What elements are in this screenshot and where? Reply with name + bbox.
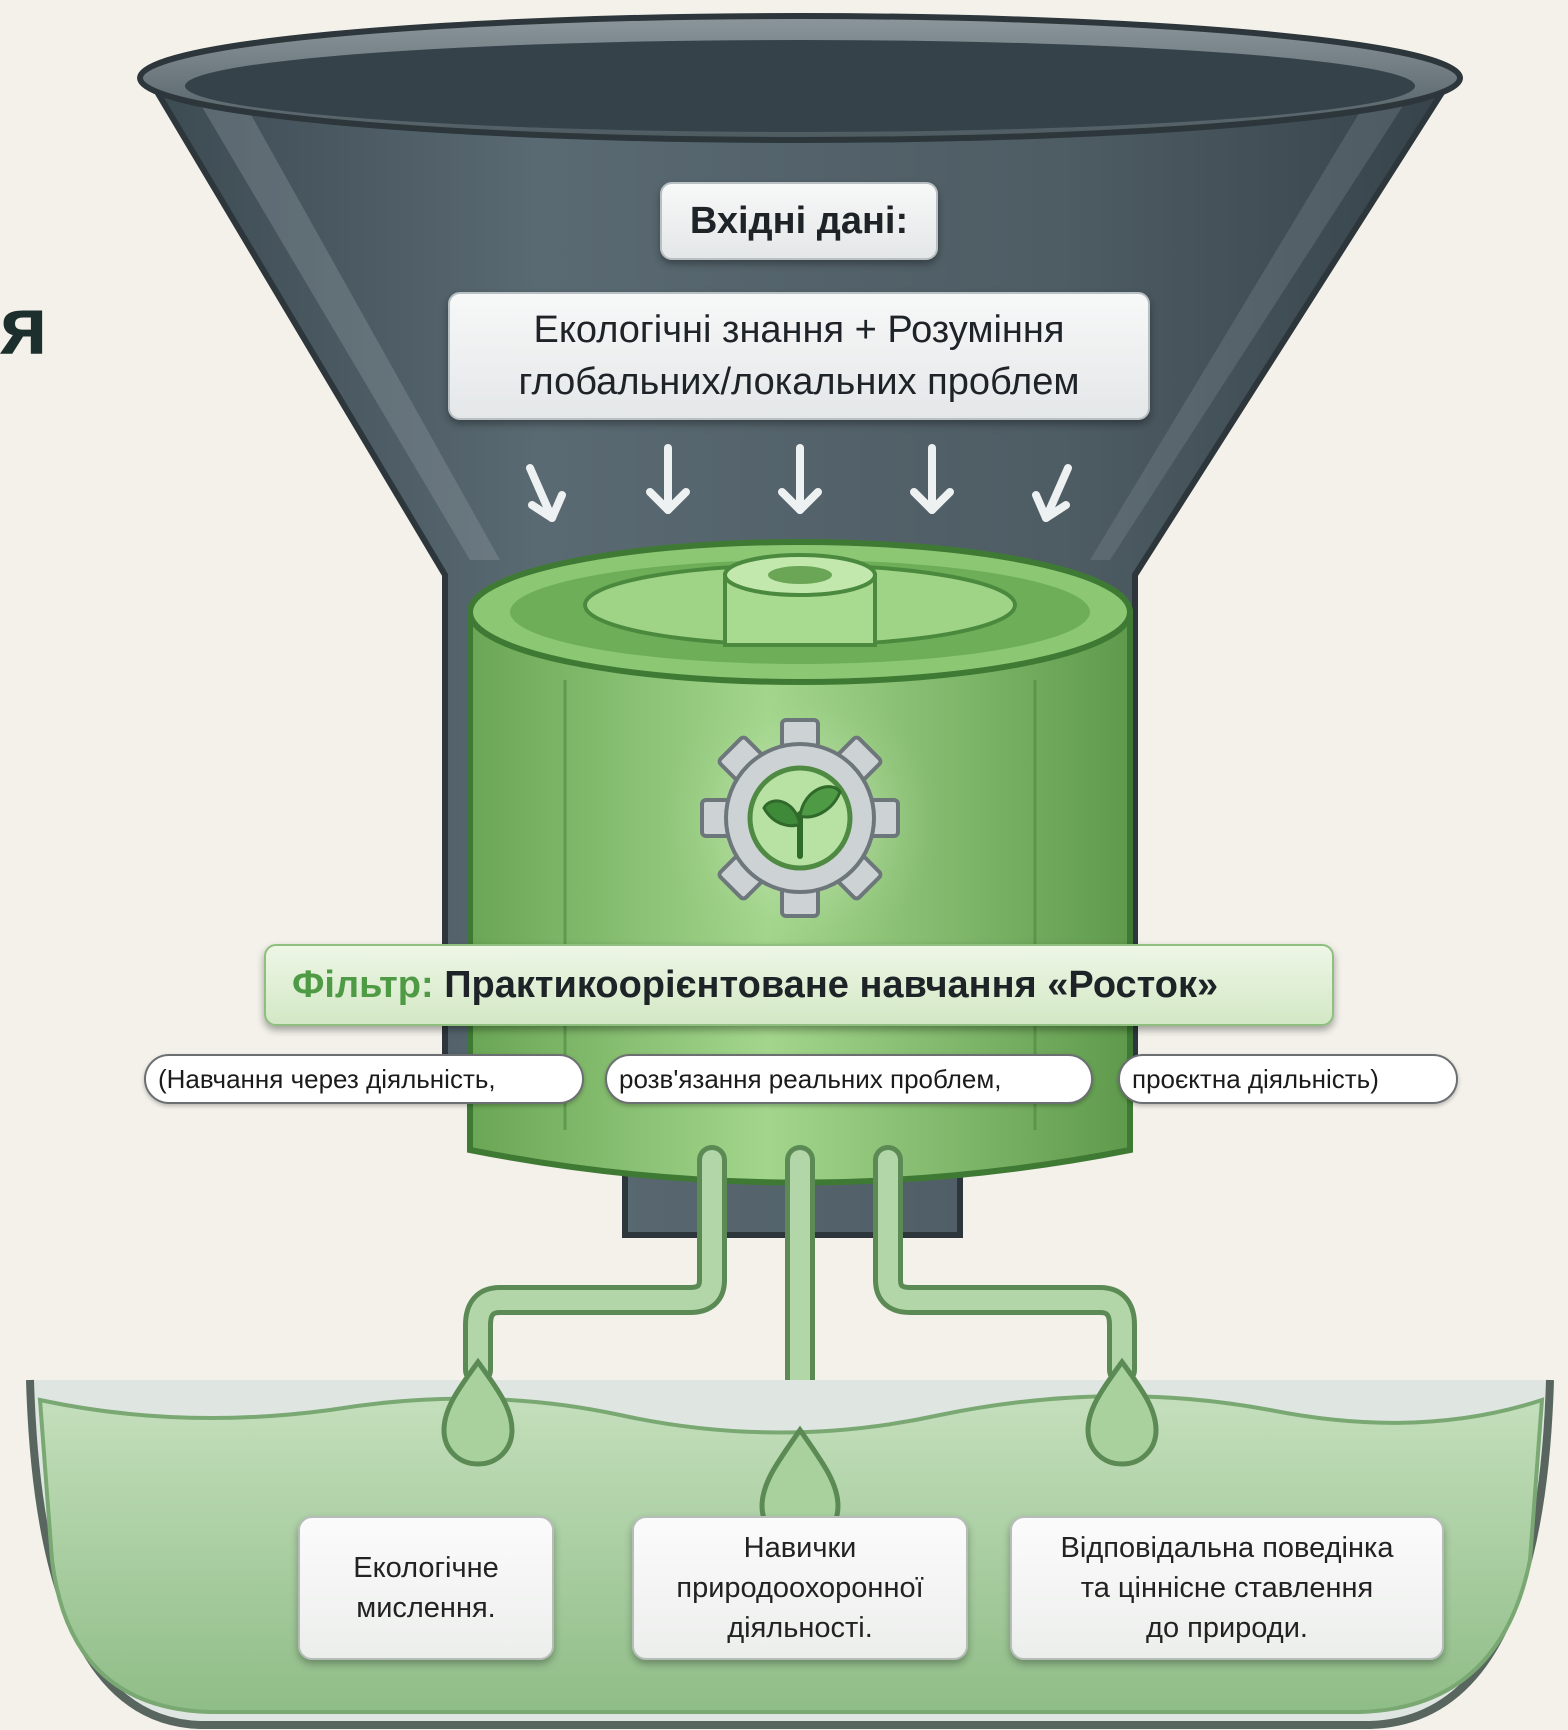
down-arrow-icon [646, 444, 690, 514]
filter-prefix: Фільтр: [292, 964, 434, 1006]
output-box-responsible-behavior: Відповідальна поведінка та ціннісне став… [1010, 1516, 1444, 1660]
cropped-heading-letter: я [0, 281, 48, 372]
droplet-icon [441, 1357, 515, 1467]
input-description-label: Екологічні знання + Розуміння глобальних… [448, 292, 1150, 420]
down-arrow-icon [526, 464, 566, 522]
output-pipes [463, 1145, 1137, 1455]
input-title-label: Вхідні дані: [660, 182, 938, 260]
output-line: діяльності. [727, 1612, 873, 1644]
filter-method-pill: розв'язання реальних проблем, [605, 1054, 1093, 1104]
output-line: природоохоронної [676, 1572, 924, 1604]
down-arrow-icons [526, 444, 1072, 522]
funnel-highlight-right [1090, 95, 1410, 560]
funnel-highlight [195, 95, 500, 560]
filter-label: Фільтр: Практикоорієнтоване навчання «Ро… [264, 944, 1334, 1026]
filter-name: Практикоорієнтоване навчання «Росток» [444, 964, 1219, 1006]
filter-method-pill: проєктна діяльність) [1118, 1054, 1458, 1104]
output-line: мислення. [356, 1592, 496, 1624]
output-box-ecological-thinking: Екологічне мислення. [298, 1516, 554, 1660]
gear-with-sprout-icon [700, 718, 900, 918]
droplet-icon [1085, 1357, 1159, 1467]
output-line: та ціннісне ставлення [1080, 1572, 1374, 1604]
output-line: Екологічне [353, 1552, 499, 1584]
funnel-mouth [185, 40, 1415, 132]
output-line: Навички [743, 1532, 857, 1564]
filter-method-pill: (Навчання через діяльність, [144, 1054, 584, 1104]
output-line: до природи. [1146, 1612, 1308, 1644]
droplet-icons [441, 1357, 1159, 1547]
down-arrow-icon [1032, 464, 1072, 522]
input-line-1: Екологічні знання + Розуміння [533, 309, 1065, 351]
down-arrow-icon [910, 444, 954, 514]
input-line-2: глобальних/локальних проблем [518, 361, 1080, 403]
down-arrow-icon [778, 444, 822, 514]
output-box-conservation-skills: Навички природоохоронної діяльності. [632, 1516, 968, 1660]
output-line: Відповідальна поведінка [1060, 1532, 1394, 1564]
